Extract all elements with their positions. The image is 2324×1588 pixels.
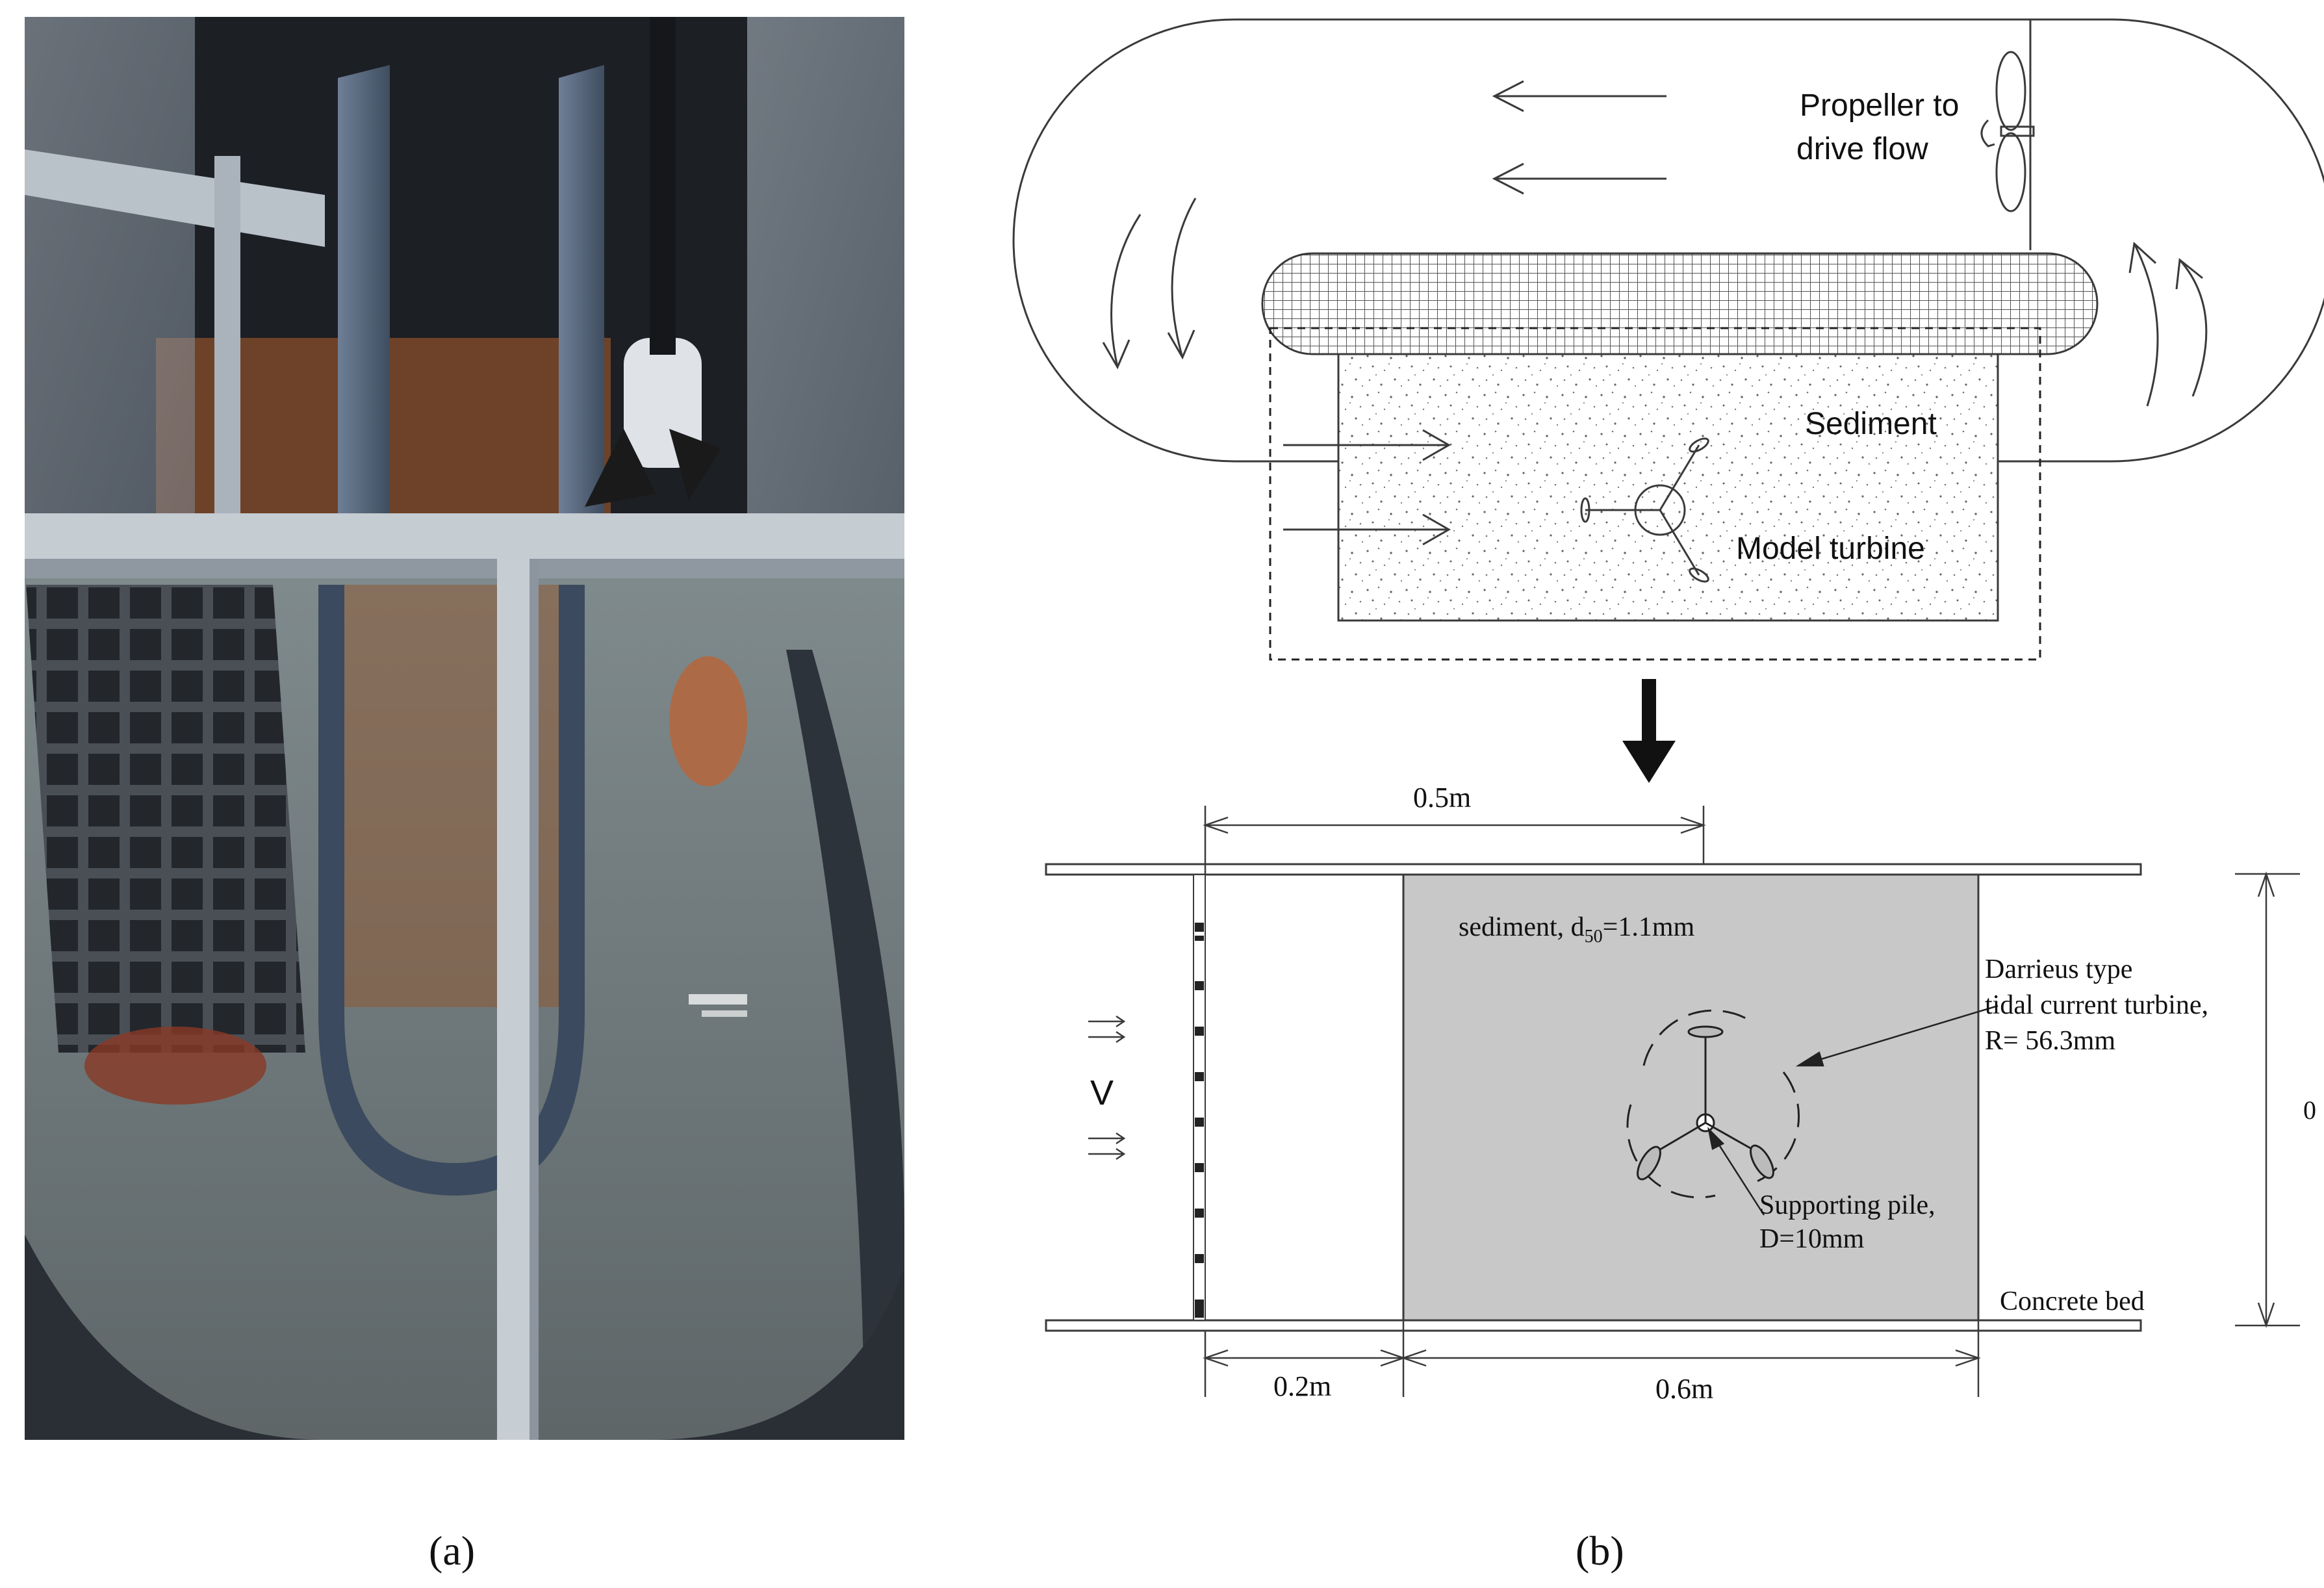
sediment-spec-label: sediment, d50=1.1mm	[1459, 912, 1694, 947]
panel-a-caption: (a)	[429, 1528, 475, 1574]
turbine-type-line2: tidal current turbine,	[1985, 990, 2208, 1020]
pile-label-line1: Supporting pile,	[1759, 1190, 1935, 1220]
concrete-bed-label: Concrete bed	[2000, 1287, 2145, 1316]
dimension-0-5m-label: 0.5m	[1413, 782, 1471, 813]
flume-island	[1261, 252, 2099, 355]
channel-wall-bottom	[1045, 1319, 2142, 1332]
sediment-label: Sediment	[1805, 407, 1937, 441]
propeller-label-line1: Propeller to	[1800, 88, 1959, 123]
panel-b-caption: (b)	[1576, 1528, 1624, 1574]
dimension-0-6m-label: 0.6m	[1655, 1373, 1713, 1405]
channel-wall-top	[1045, 863, 2142, 876]
dimension-0-5m	[1203, 806, 1706, 875]
propeller-label-line2: drive flow	[1796, 132, 1928, 166]
flume-outer-wall	[1012, 18, 2324, 463]
propeller-icon	[1980, 51, 2035, 212]
flow-arrows-right	[2128, 242, 2208, 407]
turbine-type-line1: Darrieus type	[1985, 954, 2132, 984]
pile-leader	[1707, 1127, 1765, 1216]
darrieus-turbine-icon	[1626, 1009, 1800, 1199]
dimension-0-2m-label: 0.2m	[1273, 1370, 1331, 1402]
flow-arrows-top	[1492, 80, 1666, 195]
turbine-type-line3: R= 56.3mm	[1985, 1026, 2115, 1056]
flow-arrows-left	[1102, 198, 1197, 370]
turbine-label: Model turbine	[1736, 531, 1925, 566]
flume-photograph	[25, 17, 904, 1440]
inflow-arrows	[1283, 429, 1451, 546]
zoom-down-arrow	[1622, 679, 1676, 783]
velocity-arrows	[1088, 1015, 1126, 1160]
pile-label-line2: D=10mm	[1759, 1224, 1865, 1254]
dimension-width-label: 0	[2303, 1095, 2316, 1125]
velocity-label: V	[1090, 1073, 1114, 1112]
zoom-box	[1269, 327, 2041, 661]
dimension-width	[2235, 871, 2300, 1328]
sediment-bed	[1402, 873, 1980, 1322]
dimension-bottom	[1203, 1320, 1981, 1397]
flow-straightener	[1193, 874, 1206, 1321]
turbine-leader	[1795, 1005, 1998, 1067]
flume-plan-diagram: Propeller to drive flow Sediment Model t…	[1012, 18, 2324, 661]
model-turbine-icon	[1580, 437, 1709, 583]
test-section-diagram: V 0.5m 0.2m 0.6m	[1045, 782, 2316, 1405]
